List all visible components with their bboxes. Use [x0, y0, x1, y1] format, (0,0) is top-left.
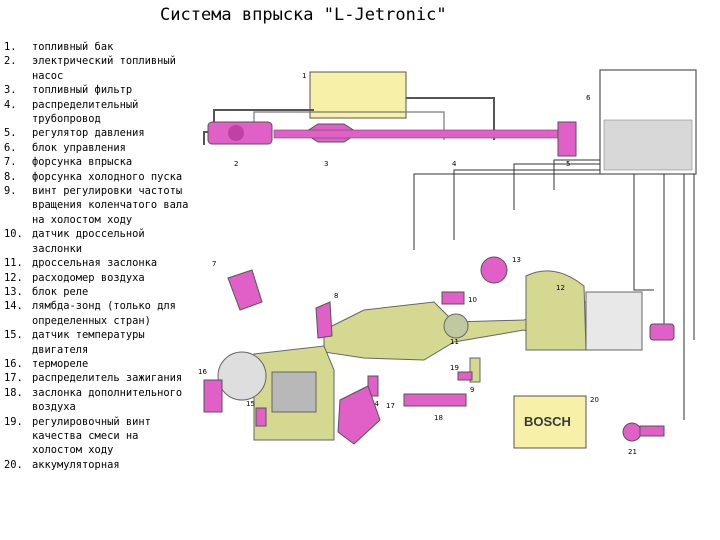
legend-item: 17.распределитель зажигания: [4, 372, 183, 385]
wiring-harness: [413, 159, 695, 420]
label-idle-screw: 9: [470, 386, 474, 394]
fuel-pump-motor: [228, 125, 244, 141]
throttle-sensor: [441, 291, 465, 305]
legend-item: 5.регулятор давления: [4, 127, 145, 140]
legend-item: 11.дроссельная заслонка: [4, 257, 158, 270]
mixture-screw: [457, 371, 473, 381]
legend-item: 18.заслонка дополнительного воздуха: [4, 386, 183, 414]
label-throttle-sensor: 10: [468, 296, 477, 304]
label-ecu: 6: [586, 94, 591, 102]
legend-item: 2.электрический топливный насос: [4, 55, 176, 82]
relay-block: [480, 256, 508, 284]
label-throttle-valve: 11: [450, 338, 459, 346]
idle-screw: [469, 357, 481, 383]
label-filter: 3: [324, 160, 328, 168]
pressure-regulator: [557, 121, 577, 157]
ignition-switch: [622, 422, 642, 442]
legend-item: 19.регулировочный винт качества смеси на…: [4, 415, 151, 457]
label-injector: 7: [212, 260, 216, 268]
fuel-tank: [309, 71, 407, 119]
engine-flywheel: [217, 351, 267, 401]
legend-item: 13.блок реле: [4, 285, 89, 298]
label-battery: 20: [590, 396, 599, 404]
legend-item: 12.расходомер воздуха: [4, 271, 145, 284]
legend-item: 14.лямбда-зонд (только для определенных …: [4, 300, 176, 327]
cold-start-injector: [315, 301, 333, 339]
aux-air-valve: [403, 393, 467, 407]
label-airflow: 12: [556, 284, 565, 292]
label-tank: 1: [302, 72, 306, 80]
distributor: [337, 385, 381, 445]
label-pump: 2: [234, 160, 238, 168]
battery-brand: BOSCH: [524, 414, 571, 429]
label-mixture: 19: [450, 364, 459, 372]
side-relay: [649, 323, 675, 341]
legend-item: 20.аккумуляторная: [4, 458, 120, 471]
temp-sensor: [255, 407, 267, 427]
label-temp: 15: [246, 400, 255, 408]
control-unit-board: [603, 119, 693, 171]
engine-piston: [271, 371, 317, 413]
label-relay: 13: [512, 256, 521, 264]
legend-item: 7.форсунка впрыска: [4, 156, 133, 169]
legend-item: 4.распределительный трубопровод: [4, 98, 139, 126]
injector: [227, 269, 263, 311]
label-thermo: 16: [198, 368, 207, 376]
throttle-valve: [443, 313, 469, 339]
label-cold-start: 8: [334, 292, 338, 300]
legend-item: 16.термореле: [4, 357, 89, 370]
ignition-key: [639, 425, 665, 437]
air-flow-meter: [525, 270, 587, 351]
legend-list: 1.топливный бак 2.электрический топливны…: [4, 40, 194, 472]
page-title: Система впрыска "L-Jetronic": [160, 5, 447, 25]
legend-item: 6.блок управления: [4, 141, 126, 154]
legend-item: 8.форсунка холодного пуска: [4, 170, 183, 183]
legend-item: 10.датчик дроссельной заслонки: [4, 228, 145, 255]
legend-item: 1.топливный бак: [4, 41, 114, 53]
battery: [513, 395, 587, 449]
legend-item: 9.винт регулировки частоты вращения коле…: [4, 185, 189, 226]
label-distributor: 17: [386, 402, 395, 410]
label-aux-air: 18: [434, 414, 443, 422]
label-rail: 4: [452, 160, 457, 168]
legend-item: 3.топливный фильтр: [4, 84, 133, 97]
injection-system-diagram: 1 2 3 4 5 6 12 11 10 13 9 7 8 14: [198, 69, 697, 456]
thermo-relay: [203, 379, 223, 413]
fuel-return-line: [253, 111, 445, 140]
legend-item: 15.датчик температуры двигателя: [4, 329, 145, 356]
label-ignition: 21: [628, 448, 637, 456]
air-filter: [585, 291, 643, 351]
